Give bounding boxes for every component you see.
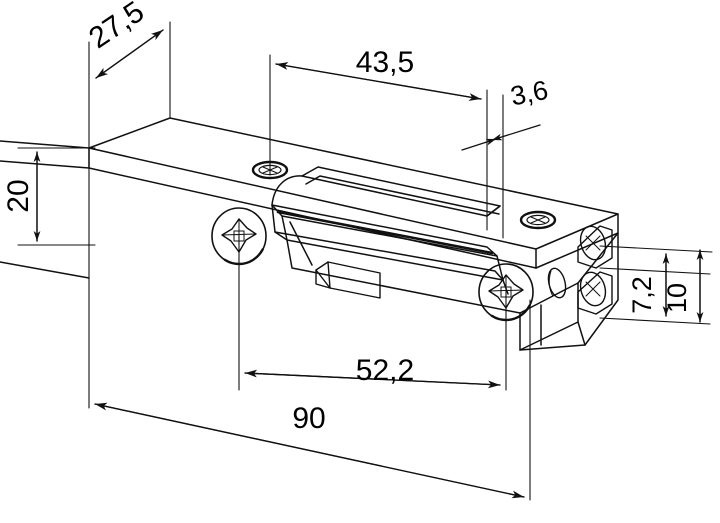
mounting-screw-left <box>210 206 268 266</box>
latch-housing <box>271 166 521 314</box>
body-side-oval-hole <box>547 267 567 299</box>
dimension-label-terminal-pitch: 7,2 <box>627 276 657 314</box>
dimension-lines <box>33 29 704 499</box>
dimension-label-screw-spacing: 52,2 <box>356 354 414 387</box>
mounting-screw-right <box>477 262 535 322</box>
dimension-label-height-left: 20 <box>2 179 35 212</box>
faceplate-body <box>0 117 619 279</box>
dimension-label-faceplate-len: 43,5 <box>356 46 414 79</box>
dimension-label-overall-len: 90 <box>292 402 325 435</box>
terminal-body-block <box>519 232 619 351</box>
dimension-label-body-height: 10 <box>662 283 692 313</box>
dimension-label-faceplate-thk: 3,6 <box>508 75 551 112</box>
dimension-labels: 27,5 43,5 3,6 20 7,2 10 52,2 90 <box>2 0 692 435</box>
faceplate-hole-left <box>251 160 289 180</box>
faceplate-hole-right <box>519 210 557 230</box>
keeper-tongue <box>315 261 381 299</box>
terminal-sockets <box>577 225 613 315</box>
